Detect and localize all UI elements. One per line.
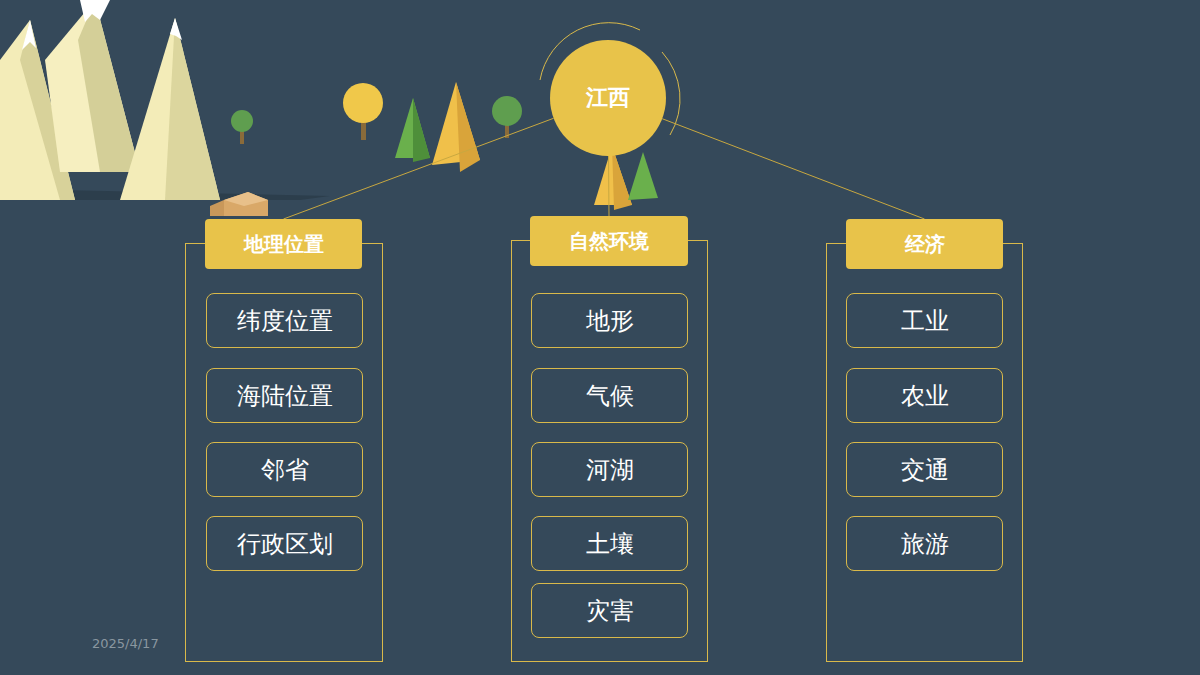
topic-text: 行政区划 <box>237 528 333 560</box>
category-header: 经济 <box>846 219 1003 269</box>
topic-text: 地形 <box>586 305 634 337</box>
tree <box>628 152 658 200</box>
mountain <box>120 18 220 200</box>
topic-box: 农业 <box>846 368 1003 423</box>
topic-box: 交通 <box>846 442 1003 497</box>
house <box>210 200 224 216</box>
house-roof <box>224 192 268 206</box>
topic-text: 农业 <box>901 380 949 412</box>
category-header: 自然环境 <box>530 216 688 266</box>
tree-side <box>612 146 632 210</box>
topic-box: 气候 <box>531 368 688 423</box>
topic-box: 旅游 <box>846 516 1003 571</box>
connector <box>608 156 610 216</box>
connector <box>662 119 924 219</box>
snow <box>22 20 36 50</box>
center-title: 江西 <box>586 83 630 113</box>
topic-text: 旅游 <box>901 528 949 560</box>
topic-text: 纬度位置 <box>237 305 333 337</box>
topic-box: 纬度位置 <box>206 293 363 348</box>
snow <box>80 0 110 22</box>
topic-box: 土壤 <box>531 516 688 571</box>
mountain-side <box>165 18 220 200</box>
topic-box: 河湖 <box>531 442 688 497</box>
tree-side <box>456 82 480 172</box>
category-header: 地理位置 <box>205 219 362 269</box>
tree <box>343 83 383 123</box>
category-panel: 经济工业农业交通旅游 <box>826 219 1023 662</box>
topic-text: 海陆位置 <box>237 380 333 412</box>
center-circle: 江西 <box>550 40 666 156</box>
house <box>224 192 268 216</box>
topic-box: 工业 <box>846 293 1003 348</box>
topic-box: 行政区划 <box>206 516 363 571</box>
category-panel: 自然环境地形气候河湖土壤灾害 <box>511 216 708 662</box>
tree <box>492 96 522 126</box>
topic-text: 灾害 <box>586 595 634 627</box>
tree <box>231 110 253 132</box>
topic-box: 海陆位置 <box>206 368 363 423</box>
mountain-side <box>78 0 140 172</box>
topic-text: 河湖 <box>586 454 634 486</box>
category-panel: 地理位置纬度位置海陆位置邻省行政区划 <box>185 219 383 662</box>
topic-text: 工业 <box>901 305 949 337</box>
tree-side <box>413 98 430 162</box>
date-label: 2025/4/17 <box>92 636 159 651</box>
connector <box>284 118 554 219</box>
mountain <box>45 0 140 172</box>
topic-box: 灾害 <box>531 583 688 638</box>
topic-box: 邻省 <box>206 442 363 497</box>
topic-text: 邻省 <box>261 454 309 486</box>
snow <box>170 18 182 40</box>
topic-box: 地形 <box>531 293 688 348</box>
topic-text: 土壤 <box>586 528 634 560</box>
topic-text: 交通 <box>901 454 949 486</box>
topic-text: 气候 <box>586 380 634 412</box>
